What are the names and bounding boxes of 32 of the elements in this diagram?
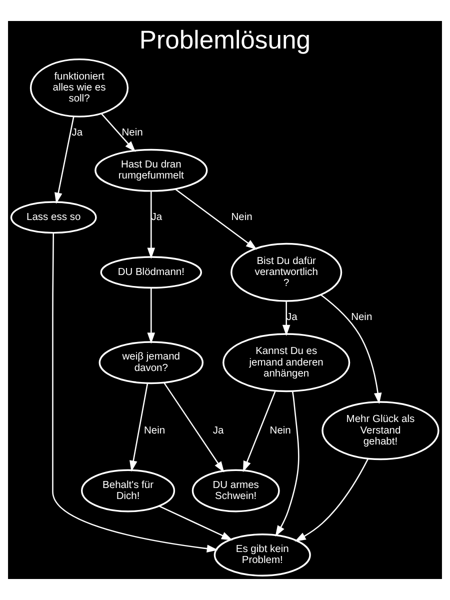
arrow [275,391,300,537]
arrow [174,188,258,250]
node-ellipse: weiβ jemand davon? [98,341,204,384]
arrow [163,382,224,473]
node-ellipse: DU Blödmann! [100,256,202,289]
arrow [54,116,74,204]
edge-label: Ja [72,128,83,139]
edge-label: Nein [231,212,252,224]
edge-label: Nein [270,425,291,436]
arrow [320,294,382,404]
node-ellipse: Behalt's für Dich! [81,469,176,512]
node-ellipse: DU armes Schwein! [192,469,280,512]
arrow [147,191,156,259]
arrow [130,383,148,472]
arrow [282,301,290,336]
arrow [100,113,136,152]
arrow [158,506,233,540]
edge-label: Nein [351,312,372,324]
edge-label: Nein [144,425,166,436]
arrow [52,232,218,552]
node-ellipse: Mehr Glück als Verstand gehabt! [322,401,440,460]
arrow [294,458,369,542]
node-ellipse: Hast Du dran rumgefummelt [94,148,208,192]
arrow [147,288,156,344]
node-ellipse: Bist Du dafür verantwortlich? [230,242,342,302]
edge-label: Nein [122,128,143,139]
edge-label: Ja [212,425,224,436]
diagram-title: Problemlösung [139,26,311,54]
node-ellipse: Lass ess so [10,201,97,234]
node-ellipse: funktioniert alles wie es soll? [30,58,129,118]
arrow [242,390,276,472]
node-ellipse: Kannst Du es jemand anderen anhängen [222,333,350,392]
